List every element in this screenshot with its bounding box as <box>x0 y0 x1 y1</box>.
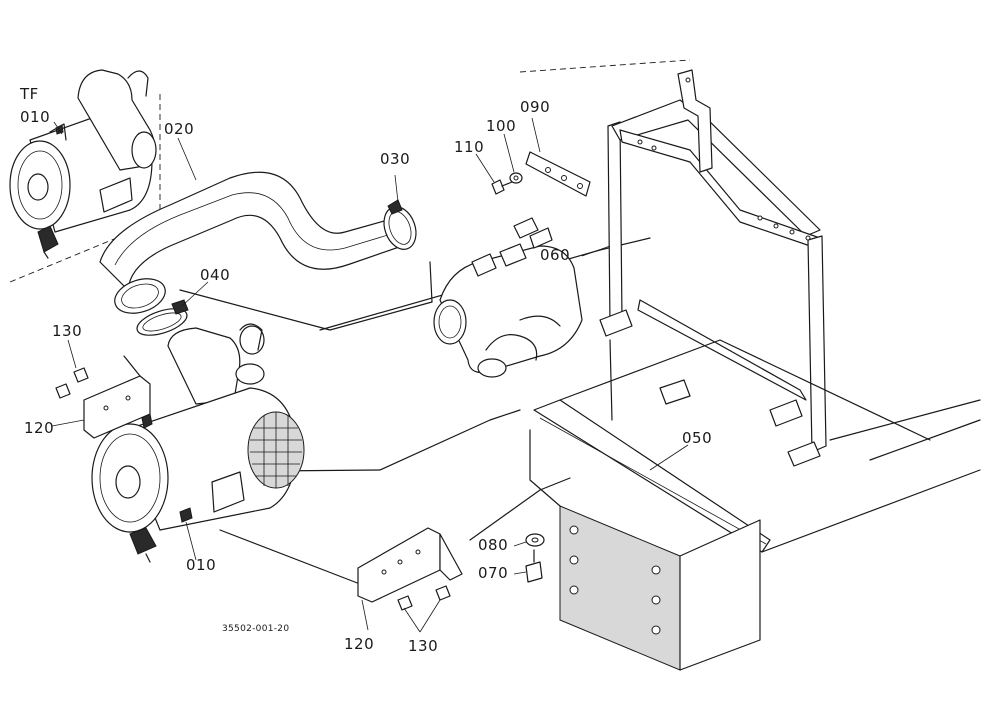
air-cleaner-bottom <box>91 323 305 563</box>
callout-030: 030 <box>380 150 411 168</box>
washer-080 <box>525 533 545 547</box>
bolts-130-bottom <box>397 585 451 611</box>
callout-130-bottom: 130 <box>408 637 439 655</box>
air-cleaner-top <box>9 69 157 259</box>
callout-010-bottom: 010 <box>186 556 217 574</box>
frame-060 <box>599 69 827 467</box>
callout-leaders <box>51 117 689 633</box>
base-frame-050 <box>529 339 981 671</box>
mounting-bracket-120-left <box>83 355 151 439</box>
callout-050: 050 <box>682 429 713 447</box>
callout-100: 100 <box>486 117 517 135</box>
mounting-bracket-120-bottom <box>357 527 463 603</box>
assembly-leader-lines <box>159 59 691 585</box>
bolt-110 <box>491 179 513 195</box>
variant-label-tf: TF <box>20 85 39 103</box>
drawing-code: 35502-001-20 <box>222 624 290 634</box>
callout-070: 070 <box>478 564 509 582</box>
bracket-090 <box>525 151 591 197</box>
callout-130-left: 130 <box>52 322 83 340</box>
intake-manifold-assembly <box>433 217 583 378</box>
callout-020: 020 <box>164 120 195 138</box>
callout-120-bottom: 120 <box>344 635 375 653</box>
callout-090: 090 <box>520 98 551 116</box>
callout-040: 040 <box>200 266 231 284</box>
hose-clamp-030 <box>383 199 417 250</box>
callout-010-top: 010 <box>20 108 51 126</box>
washer-100 <box>509 172 523 184</box>
callout-120-left: 120 <box>24 419 55 437</box>
hose-clamp-040 <box>136 299 189 336</box>
bolt-070 <box>525 549 543 583</box>
bolts-130-left <box>55 367 89 399</box>
callout-080: 080 <box>478 536 509 554</box>
callout-060: 060 <box>540 246 571 264</box>
callout-110: 110 <box>454 138 485 156</box>
